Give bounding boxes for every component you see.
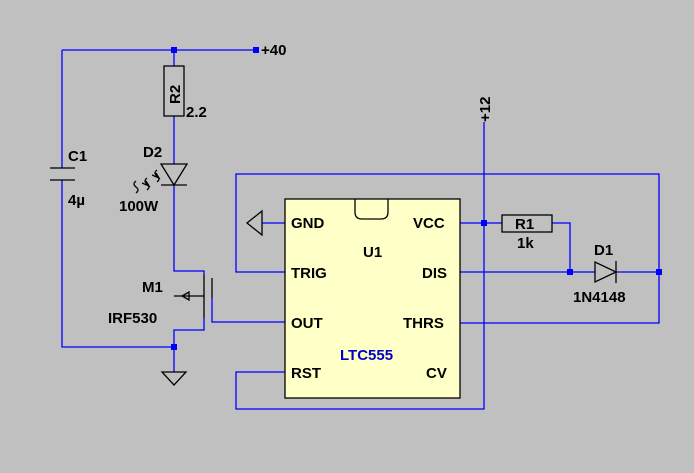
r2-value: 2.2 xyxy=(186,104,207,121)
m1-ref: M1 xyxy=(142,279,163,296)
wire-source-ground xyxy=(173,318,205,372)
pin-vcc-label: VCC xyxy=(413,215,445,232)
led-d2-triangle xyxy=(159,163,189,187)
capacitor-c1: C1 4µ xyxy=(50,148,87,209)
r1-value: 1k xyxy=(517,235,534,252)
wire-r1-dis xyxy=(552,222,571,272)
mosfet-m1: M1 IRF530 xyxy=(108,275,213,327)
pin-cv-label: CV xyxy=(426,365,447,382)
diode-d1-triangle xyxy=(594,260,618,284)
ground-icon xyxy=(160,371,188,386)
c1-ref: C1 xyxy=(68,148,87,165)
ic-u1: GND VCC TRIG DIS OUT THRS RST CV U1 LTC5… xyxy=(284,198,461,399)
pin-dis-label: DIS xyxy=(422,265,447,282)
pin-trig-label: TRIG xyxy=(291,265,327,282)
pin-rst-label: RST xyxy=(291,365,321,382)
wire-d2-drain xyxy=(173,185,205,275)
led-arrow-icon xyxy=(133,180,139,194)
junction-dot xyxy=(171,344,177,350)
pin-thrs-label: THRS xyxy=(403,315,444,332)
junction-dot xyxy=(656,269,662,275)
wire-c1-bottom xyxy=(61,180,174,348)
c1-value: 4µ xyxy=(68,192,85,209)
junction-dot xyxy=(567,269,573,275)
pin-out-label: OUT xyxy=(291,315,323,332)
led-arrow-icon xyxy=(151,169,161,183)
led-arrow-icon xyxy=(141,177,151,191)
wire-v12-rst xyxy=(235,122,485,410)
resistor-r1-body xyxy=(501,214,553,233)
r2-ref: R2 xyxy=(167,85,184,104)
d2-ref: D2 xyxy=(143,144,162,161)
resistor-r1: R1 1k xyxy=(501,214,553,252)
ic-u1-body xyxy=(284,198,461,399)
u1-part-name: LTC555 xyxy=(340,347,393,364)
net-label-v12: +12 xyxy=(477,97,494,122)
d1-ref: D1 xyxy=(594,242,613,259)
resistor-r2-body xyxy=(163,65,185,117)
net-label-v40: +40 xyxy=(261,42,286,59)
wire-trig-thrs-loop xyxy=(235,173,660,324)
pin-gnd-label: GND xyxy=(291,215,325,232)
diode-d1: D1 1N4148 xyxy=(573,242,626,306)
d2-value: 100W xyxy=(119,198,159,215)
r1-ref: R1 xyxy=(515,216,534,233)
u1-ref: U1 xyxy=(363,244,382,261)
junction-dot xyxy=(253,47,259,53)
m1-value: IRF530 xyxy=(108,310,157,327)
d1-value: 1N4148 xyxy=(573,289,626,306)
led-d2: D2 100W xyxy=(119,144,189,215)
ic-notch xyxy=(354,199,389,220)
junction-dot xyxy=(481,220,487,226)
mosfet-arrow-icon xyxy=(180,290,190,302)
resistor-r2: R2 2.2 xyxy=(163,65,207,121)
capacitor-c1-plates xyxy=(50,167,75,181)
wire-out-gate xyxy=(211,298,285,323)
junction-dot xyxy=(171,47,177,53)
ground-icon xyxy=(245,209,263,237)
